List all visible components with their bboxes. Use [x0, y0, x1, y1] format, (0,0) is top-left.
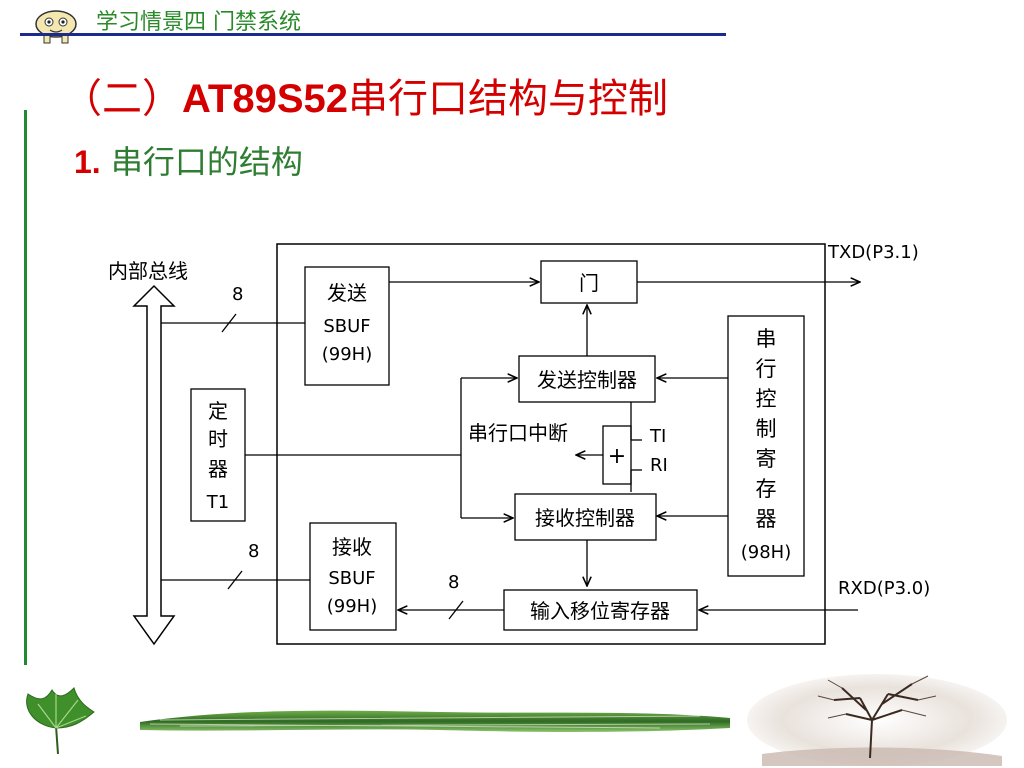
scon-char-5: 寄	[756, 447, 777, 471]
gate-box	[540, 260, 638, 304]
tx-controller-box	[518, 355, 656, 403]
scon-char-3: 控	[756, 387, 777, 411]
or-gate-symbol: +	[608, 444, 626, 469]
timer-char-4: T1	[206, 492, 229, 513]
ti-label: TI	[649, 426, 666, 447]
tree-photo-image	[747, 674, 1007, 766]
scon-char-2: 行	[756, 357, 777, 381]
section-heading: 1. 串行口的结构	[74, 137, 303, 183]
left-accent-bar	[24, 110, 27, 665]
title-suffix: 串行口结构与控制	[348, 76, 669, 122]
gate-label: 门	[579, 271, 599, 295]
bus-width-top: 8	[232, 284, 243, 305]
rxd-label: RXD(P3.0)	[838, 578, 930, 599]
scon-box	[727, 315, 805, 577]
rx-sbuf-label-1: 接收	[332, 535, 372, 559]
tx-sbuf-label-3: (99H)	[322, 344, 372, 365]
scon-char-7: 器	[756, 507, 777, 531]
rx-controller-box	[514, 493, 657, 541]
page-title: （二）AT89S52串行口结构与控制	[62, 66, 668, 124]
shift-register-label: 输入移位寄存器	[530, 599, 670, 623]
section-number: 1.	[74, 144, 101, 180]
header-title: 学习情景四 门禁系统	[96, 10, 301, 35]
timer-char-2: 时	[208, 427, 228, 451]
timer-char-1: 定	[208, 399, 228, 423]
leaf-icon	[26, 687, 95, 755]
bus-slash-top	[221, 313, 237, 333]
header-rule	[20, 33, 726, 36]
mushroom-logo-icon	[35, 10, 77, 44]
shift-bus-width: 8	[448, 572, 459, 593]
section-text: 串行口的结构	[100, 143, 303, 181]
serial-interrupt-label: 串行口中断	[468, 421, 568, 445]
ri-label: RI	[650, 455, 668, 476]
timer-char-3: 器	[208, 457, 228, 481]
bus-slash-bottom	[227, 570, 243, 590]
rx-controller-label: 接收控制器	[535, 506, 635, 530]
internal-bus-label: 内部总线	[108, 259, 188, 283]
scon-address: (98H)	[741, 542, 791, 563]
title-prefix: （二）	[62, 76, 182, 122]
title-chip-name: AT89S52	[182, 77, 349, 121]
chip-boundary	[276, 243, 826, 645]
rx-sbuf-label-2: SBUF	[328, 568, 375, 589]
bus-width-bottom: 8	[248, 541, 259, 562]
scon-char-6: 存	[756, 477, 777, 501]
tx-sbuf-box	[304, 266, 390, 386]
tx-sbuf-label-1: 发送	[327, 281, 367, 305]
grass-stripe-image	[140, 710, 730, 732]
shift-register-box	[503, 589, 698, 631]
internal-bus-arrow	[132, 284, 176, 646]
txd-label: TXD(P3.1)	[827, 242, 919, 263]
rx-sbuf-label-3: (99H)	[327, 596, 377, 617]
scon-char-1: 串	[756, 327, 777, 351]
shift-bus-slash	[448, 600, 464, 620]
tx-sbuf-label-2: SBUF	[323, 316, 370, 337]
tx-controller-label: 发送控制器	[537, 368, 637, 392]
scon-char-4: 制	[756, 417, 777, 441]
rx-sbuf-box	[309, 522, 397, 631]
